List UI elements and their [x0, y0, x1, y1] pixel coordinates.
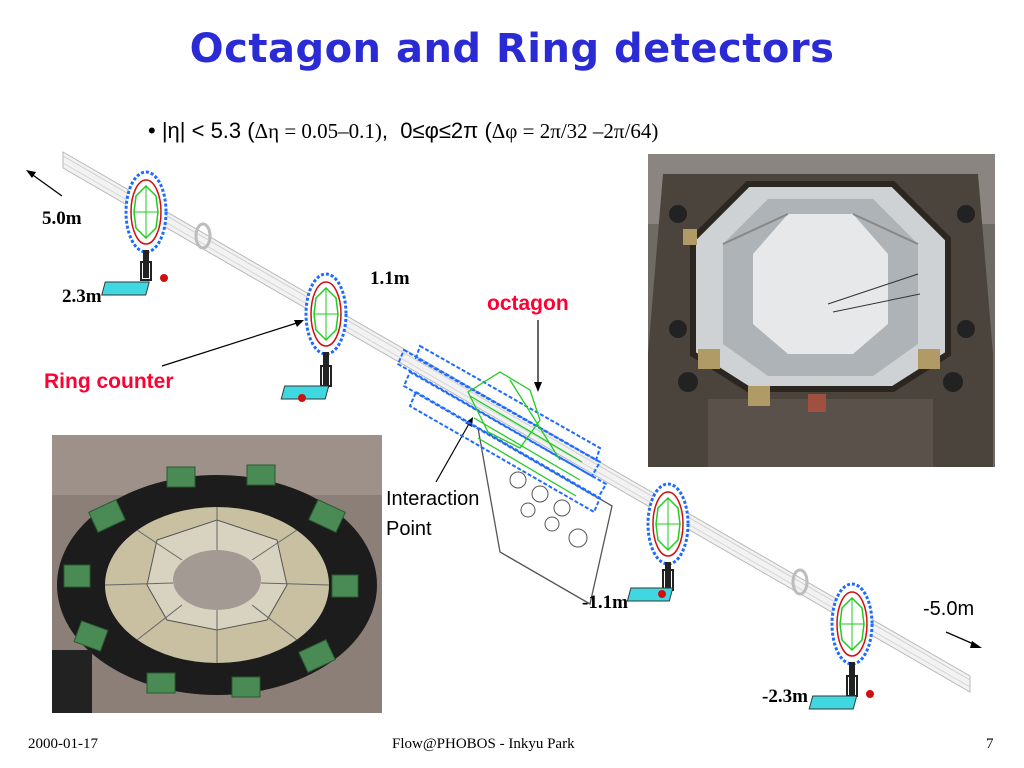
label-octagon: octagon: [487, 292, 569, 315]
bullet-coverage: • |η| < 5.3 (Δη = 0.05–0.1), 0≤φ≤2π (Δφ …: [148, 118, 658, 144]
label-ring-counter: Ring counter: [44, 370, 174, 393]
slide-title: Octagon and Ring detectors: [189, 26, 835, 72]
footer-title: Flow@PHOBOS - Inkyu Park: [392, 736, 575, 752]
bullet-marker: •: [148, 118, 156, 143]
arrow-plus-direction: [26, 170, 63, 197]
footer-date: 2000-01-17: [28, 736, 98, 752]
footer-page-number: 7: [986, 736, 994, 752]
label-plus-1-1m: 1.1m: [370, 268, 410, 289]
eta-range: |η| < 5.3 (: [161, 118, 255, 143]
label-minus-5m: -5.0m: [923, 598, 975, 620]
eta-granularity: Δη = 0.05–0.1): [254, 119, 382, 143]
ring-counter-pointer: [161, 321, 301, 367]
phi-granularity: Δφ = 2π/32 –2π/64): [491, 119, 659, 143]
arrow-minus-direction: [945, 631, 982, 648]
ring-counter-plus-1m: [280, 272, 348, 402]
ring-counter-minus-5m: [808, 582, 874, 710]
label-plus-5m: 5.0m: [42, 208, 82, 229]
interaction-point-pointer: [435, 421, 471, 483]
octagon-photo: [648, 154, 995, 467]
label-minus-1-1m: -1.1m: [582, 592, 628, 613]
bullet-separator: ,: [381, 118, 401, 143]
ring-counter-photo-image: [52, 435, 382, 713]
ring-counter-photo: [52, 435, 382, 713]
phi-range: 0≤φ≤2π (: [400, 118, 492, 143]
octagon-photo-image: [648, 154, 995, 467]
label-point: Point: [386, 518, 432, 540]
label-plus-2-3m: 2.3m: [62, 286, 102, 307]
label-interaction: Interaction: [386, 488, 480, 510]
ring-counter-minus-1m: [626, 482, 690, 602]
ring-counter-plus-5m: [101, 170, 168, 296]
octagon-detector: [396, 344, 613, 606]
label-minus-2-3m: -2.3m: [762, 686, 808, 707]
